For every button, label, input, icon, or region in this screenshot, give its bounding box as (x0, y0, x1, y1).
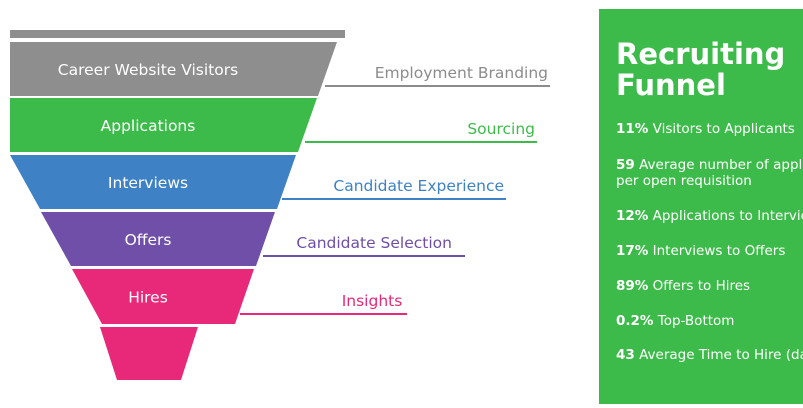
category-label: Candidate Selection (296, 234, 452, 252)
stat-value: 0.2% (616, 313, 654, 329)
stat-offers-to-hires: 89% Offers to Hires (616, 278, 803, 294)
funnel-stage-hires (72, 269, 254, 324)
stat-visitors-to-applicants: 11% Visitors to Applicants (616, 121, 803, 137)
stat-text: Visitors to Applicants (652, 121, 795, 137)
stat-text: Applications to Interviews (652, 208, 803, 224)
funnel-stage-label: Career Website Visitors (58, 61, 238, 79)
funnel-stage-label: Offers (125, 231, 172, 249)
stat-value: 12% (616, 208, 649, 224)
stat-text: Interviews to Offers (652, 243, 786, 259)
funnel-stage-applications (10, 98, 317, 152)
category-label: Insights (342, 292, 403, 310)
recruiting-funnel-panel: Recruiting Funnel 11% Visitors to Applic… (599, 9, 803, 404)
stat-value: 59 (616, 157, 635, 173)
panel-title: Recruiting Funnel (616, 39, 785, 101)
category-label: Sourcing (467, 120, 535, 138)
funnel-stage-label: Applications (101, 117, 196, 135)
funnel-stage-offers (41, 212, 275, 266)
funnel-top-bar (10, 30, 345, 38)
panel-title-line-1: Recruiting (616, 37, 786, 71)
funnel-stage-label: Interviews (108, 174, 188, 192)
funnel-tip (100, 327, 198, 380)
stat-value: 89% (616, 278, 649, 294)
stat-text-line-2: per open requisition (616, 173, 752, 189)
panel-title-line-2: Funnel (616, 68, 726, 102)
stat-average-applicants: 59 Average number of applicants per open… (616, 157, 803, 189)
stat-value: 43 (616, 347, 635, 363)
stat-text: Offers to Hires (652, 278, 751, 294)
stat-time-to-hire: 43 Average Time to Hire (days) (616, 347, 803, 363)
stat-interviews-to-offers: 17% Interviews to Offers (616, 243, 803, 259)
funnel-stage-career-website-visitors (10, 42, 337, 96)
stat-value: 17% (616, 243, 649, 259)
recruiting-funnel-diagram: Career Website Visitors Employment Brandi… (10, 30, 550, 380)
stat-text: Average Time to Hire (days) (639, 347, 803, 363)
stat-value: 11% (616, 121, 649, 137)
stat-applications-to-interviews: 12% Applications to Interviews (616, 208, 803, 224)
stat-text: Average number of applicants (639, 157, 803, 173)
category-label: Candidate Experience (333, 177, 504, 195)
stat-text: Top-Bottom (657, 313, 735, 329)
funnel-stage-interviews (10, 155, 296, 209)
category-label: Employment Branding (375, 64, 548, 82)
funnel-stage-label: Hires (128, 289, 168, 307)
stat-top-bottom: 0.2% Top-Bottom (616, 313, 803, 329)
